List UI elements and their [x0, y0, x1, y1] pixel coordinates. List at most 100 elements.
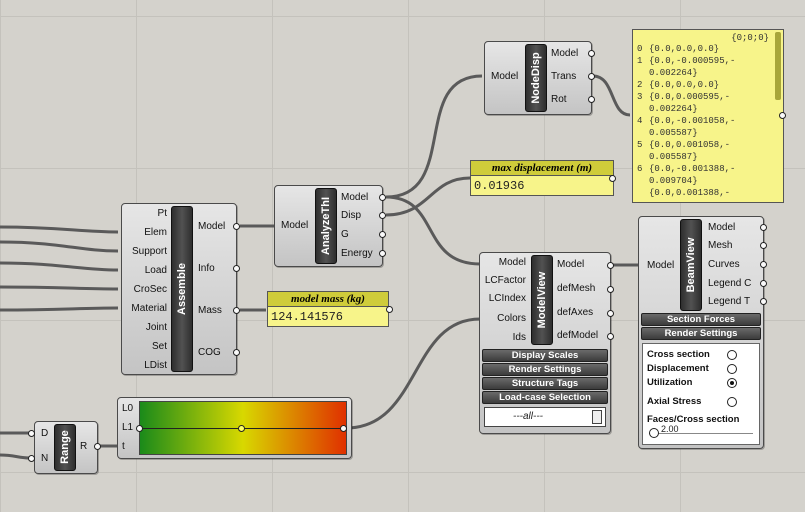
analyze-input-model: Model [281, 220, 309, 231]
modelview-output-defmesh: defMesh [557, 283, 596, 294]
modelview-port-defaxes[interactable] [607, 310, 614, 317]
trans-list-index: 3 [637, 92, 643, 102]
modelview-input-model: Model [498, 257, 526, 268]
trans-list-panel[interactable]: {0;0;0} 0{0.0,0.0,0.0}1{0.0,-0.000595,-0… [632, 29, 784, 203]
modelview-port-defmodel[interactable] [607, 333, 614, 340]
assemble-output-model: Model [198, 221, 226, 232]
wire-gradient-modelview [345, 317, 481, 430]
trans-list-value: {0.0,0.001388,- [649, 188, 731, 198]
structure-tags-button[interactable]: Structure Tags [482, 377, 608, 390]
radio-cross-section[interactable] [727, 350, 737, 360]
nodedisp-title: NodeDisp [530, 52, 542, 104]
analyze-port-g[interactable] [379, 231, 386, 238]
max-disp-panel[interactable]: 0.01936 [470, 175, 614, 196]
range-component[interactable]: D N Range R [34, 421, 98, 474]
gradient-grip-left[interactable] [136, 425, 143, 432]
max-disp-value: 0.01936 [474, 179, 525, 193]
display-scales-button[interactable]: Display Scales [482, 349, 608, 362]
analyze-port-disp[interactable] [379, 212, 386, 219]
radio-axial-stress[interactable] [727, 397, 737, 407]
mass-value: 124.141576 [271, 310, 344, 324]
load-case-dropdown[interactable]: ---all--- [484, 407, 606, 427]
modelview-component[interactable]: Model LCFactor LCIndex Colors Ids ModelV… [479, 252, 611, 434]
analyze-component[interactable]: Model AnalyzeThI Model Disp G Energy [274, 185, 383, 267]
trans-list-value: {0.0,-0.000595,- [649, 56, 736, 66]
radio-utilization[interactable] [727, 378, 737, 388]
faces-slider-track[interactable] [649, 433, 753, 434]
range-port-d[interactable] [28, 430, 35, 437]
beamview-port-curves[interactable] [760, 261, 767, 268]
beamview-options-box: Cross section Displacement Utilization A… [642, 343, 760, 445]
mass-title: model mass (kg) [267, 291, 389, 307]
assemble-port-cog[interactable] [233, 349, 240, 356]
load-case-selection-button[interactable]: Load-case Selection [482, 391, 608, 404]
section-forces-button[interactable]: Section Forces [641, 313, 761, 326]
modelview-title: ModelView [536, 271, 548, 329]
trans-list-row: 0.005587} [637, 152, 698, 162]
render-settings-button[interactable]: Render Settings [482, 363, 608, 376]
assemble-input-crosec: CroSec [133, 284, 167, 295]
assemble-port-mass[interactable] [233, 307, 240, 314]
analyze-port-model[interactable] [379, 194, 386, 201]
analyze-port-energy[interactable] [379, 250, 386, 257]
mass-panel[interactable]: 124.141576 [267, 306, 389, 327]
trans-list-row: 3 {0.0,0.000595,- [637, 92, 730, 102]
slider-label-faces: Faces/Cross section [647, 414, 740, 425]
trans-list-port[interactable] [779, 112, 786, 119]
trans-list-row: 6{0.0,-0.001388,- [637, 164, 735, 174]
faces-slider-value: 2.00 [661, 424, 679, 434]
trans-list-scrollbar[interactable] [775, 32, 781, 100]
trans-list-row: 5{0.0,0.001058,- [637, 140, 730, 150]
beamview-output-legend-c: Legend C [708, 278, 752, 289]
modelview-port-defmesh[interactable] [607, 286, 614, 293]
beamview-output-model: Model [708, 222, 736, 233]
radio-displacement[interactable] [727, 364, 737, 374]
modelview-input-colors: Colors [497, 313, 526, 324]
modelview-port-model[interactable] [607, 262, 614, 269]
beamview-output-mesh: Mesh [708, 240, 733, 251]
beamview-title-plate: BeamView [680, 219, 702, 311]
assemble-input-joint: Joint [145, 322, 167, 333]
max-disp-port[interactable] [609, 175, 616, 182]
trans-list-index: 5 [637, 140, 643, 150]
assemble-component[interactable]: Pt Elem Support Load CroSec Material Joi… [121, 203, 237, 375]
beam-render-settings-button[interactable]: Render Settings [641, 327, 761, 340]
gradient-grip-mid[interactable] [238, 425, 245, 432]
assemble-port-info[interactable] [233, 265, 240, 272]
beamview-output-curves: Curves [708, 259, 740, 270]
trans-list-row: 0.002264} [637, 68, 698, 78]
modelview-input-lcindex: LCIndex [488, 293, 526, 304]
gradient-grip-right[interactable] [340, 425, 347, 432]
wire-in-1 [0, 225, 119, 234]
beamview-port-model[interactable] [760, 224, 767, 231]
trans-list-value: {0.0,0.000595,- [649, 92, 731, 102]
assemble-input-set: Set [151, 341, 167, 352]
trans-list-row: {0.0,0.001388,- [637, 188, 730, 198]
nodedisp-port-model[interactable] [588, 50, 595, 57]
range-port-n[interactable] [28, 455, 35, 462]
beamview-port-legend-c[interactable] [760, 280, 767, 287]
nodedisp-output-trans: Trans [551, 71, 577, 82]
gradient-component[interactable]: L0 L1 t [117, 397, 352, 459]
mass-port[interactable] [386, 306, 393, 313]
nodedisp-component[interactable]: Model NodeDisp Model Trans Rot [484, 41, 592, 115]
beamview-port-mesh[interactable] [760, 242, 767, 249]
nodedisp-port-rot[interactable] [588, 96, 595, 103]
wire-in-2 [0, 240, 119, 253]
nodedisp-port-trans[interactable] [588, 73, 595, 80]
beamview-component[interactable]: Model BeamView Model Mesh Curves Legend … [638, 216, 764, 449]
modelview-input-ids: Ids [512, 332, 526, 343]
trans-list-row: 0.002264} [637, 104, 698, 114]
assemble-input-elem: Elem [144, 227, 167, 238]
wire-left-range-2 [0, 453, 31, 460]
faces-slider-handle[interactable] [649, 428, 659, 438]
assemble-input-pt: Pt [157, 208, 167, 219]
range-port-r[interactable] [94, 443, 101, 450]
beamview-port-legend-t[interactable] [760, 298, 767, 305]
trans-list-index: 0 [637, 44, 643, 54]
wire-in-3 [0, 261, 119, 272]
modelview-output-defmodel: defModel [557, 330, 599, 341]
assemble-port-model[interactable] [233, 223, 240, 230]
wire-analyze-nodedisp [385, 74, 483, 199]
nodedisp-input-model: Model [491, 71, 519, 82]
